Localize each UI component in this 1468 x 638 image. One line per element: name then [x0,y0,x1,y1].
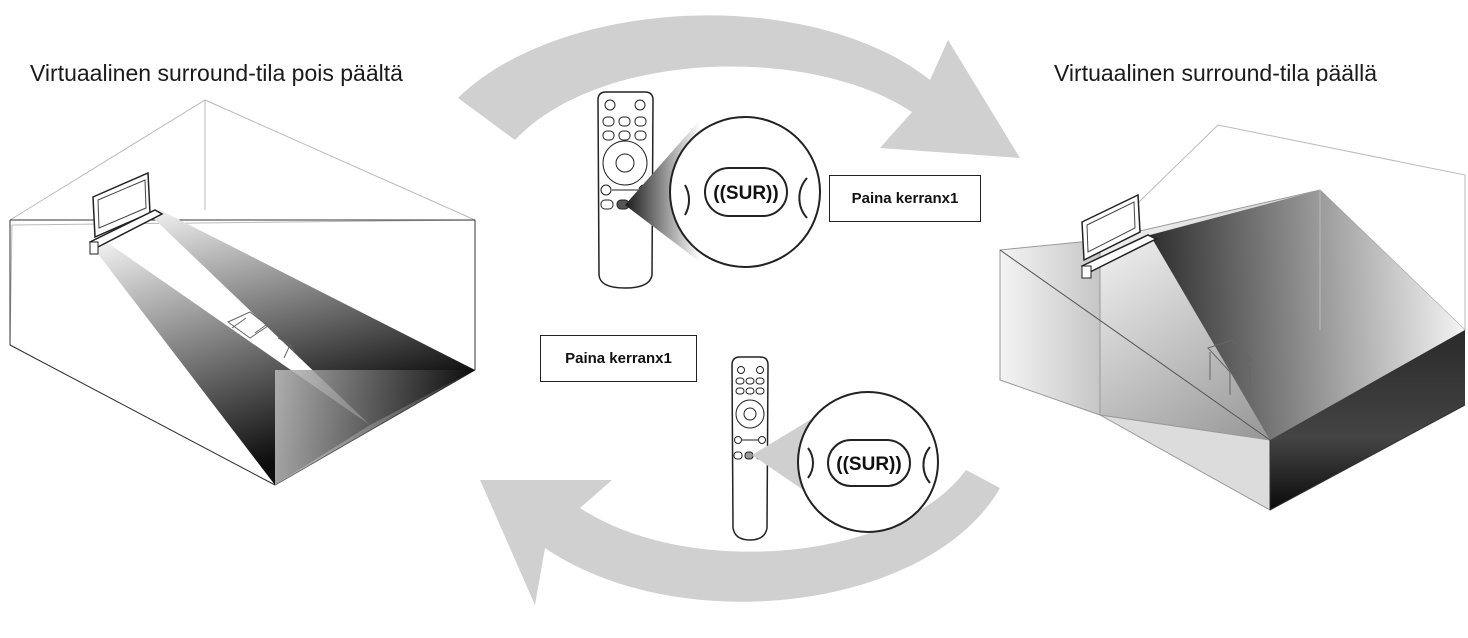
magnifier-zoom-top [669,116,821,268]
soundbar-left [88,209,164,255]
zoom-sur-label-bottom: ((SUR)) [836,454,901,475]
heading-surround-off: Virtuaalinen surround-tila pois päältä [30,60,403,86]
front-face-right [1270,330,1465,510]
heading-surround-on: Virtuaalinen surround-tila päällä [1054,60,1378,86]
soundbar-right [1080,234,1158,279]
magnifier-zoom-bottom [797,391,939,533]
front-face-left [275,370,475,485]
room-surround-off [9,99,476,486]
cycle-arrow-bottom [480,470,1000,605]
sofa-right [1207,339,1253,400]
remote-control-bottom [731,356,769,541]
sound-cone-right [1150,190,1465,440]
zoom-sur-label-top: ((SUR)) [713,183,778,204]
room-surround-on [999,124,1466,511]
cycle-arrow-top [458,15,1020,158]
sofa-left [227,311,295,359]
callout-press-once-top: Paina kerranx1 [829,175,981,222]
tv-screen-right [1081,193,1141,262]
callout-press-once-bottom: Paina kerranx1 [540,335,697,382]
